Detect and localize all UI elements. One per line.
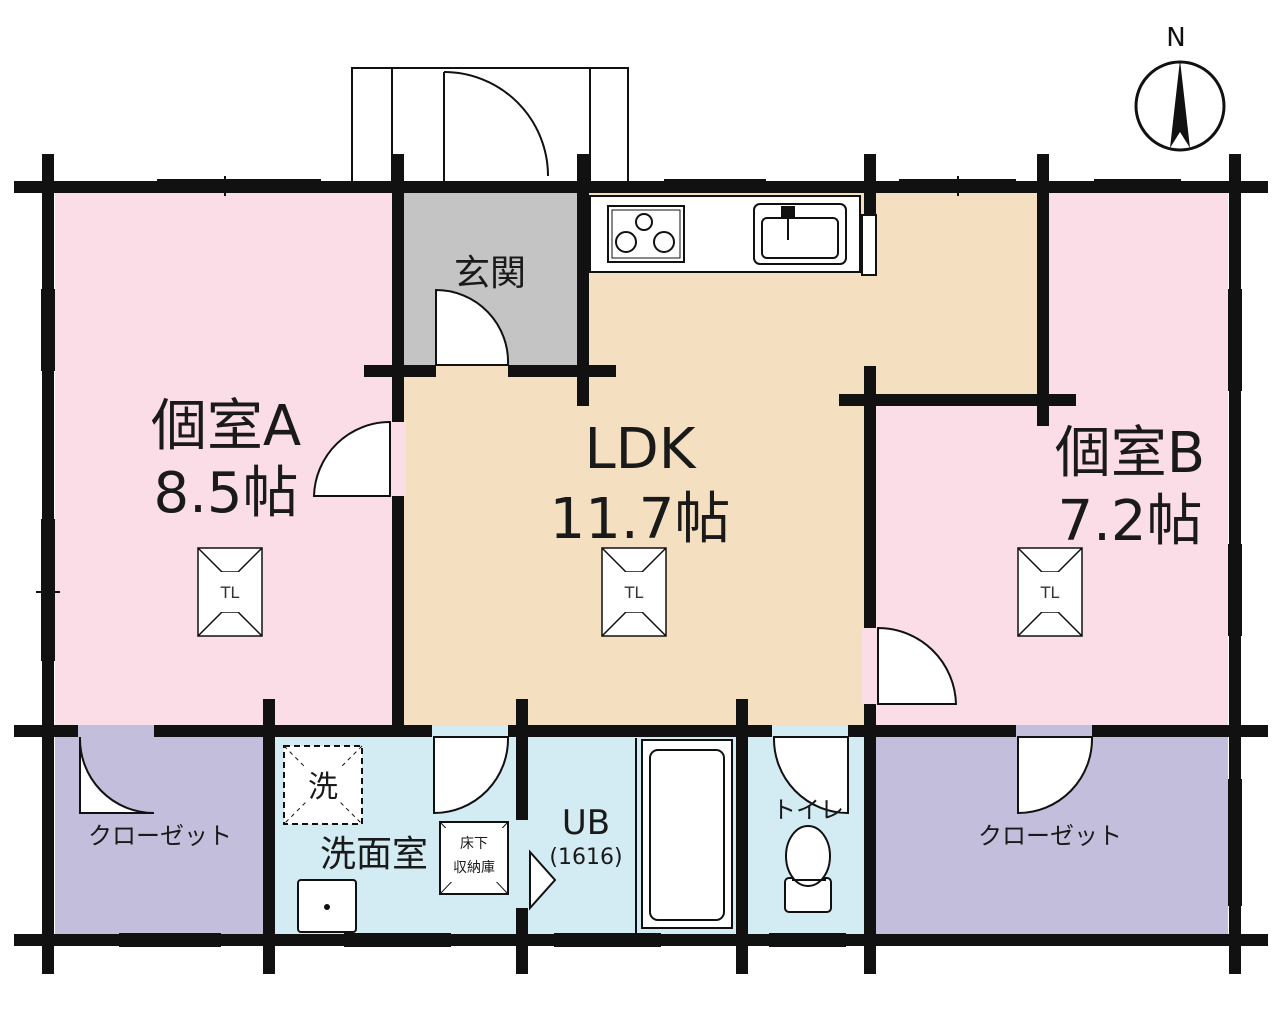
closet-left-area [55, 731, 269, 938]
tl-mark-room-a: TL [197, 547, 263, 637]
tl-mark-room-b: TL [1017, 547, 1083, 637]
sink-icon [753, 203, 847, 265]
tl-marks: TL TL TL [197, 547, 1083, 637]
underfloor-line2: 収納庫 [453, 859, 495, 876]
bath-name: UB [562, 803, 610, 843]
ldk-name: LDK [584, 417, 696, 482]
toilet-icon [784, 825, 832, 913]
underfloor-line1: 床下 [460, 836, 488, 852]
tl-mark-ldk: TL [601, 547, 667, 637]
door-swings [78, 288, 1094, 911]
compass: N [1134, 23, 1226, 152]
closet-right-name: クローゼット [978, 822, 1122, 850]
tl-label-ldk: TL [624, 583, 644, 602]
door-openings [78, 365, 1092, 908]
room-b-name: 個室B [1055, 421, 1205, 486]
room-a-name: 個室A [151, 394, 301, 459]
ldk-size: 11.7帖 [550, 487, 731, 552]
room-a-size: 8.5帖 [153, 461, 298, 526]
ldk-area [398, 193, 1043, 731]
washer-pan [283, 745, 363, 825]
washer-label: 洗 [308, 770, 338, 805]
stove-icon [607, 205, 685, 263]
bathtub-icon [641, 739, 733, 929]
tl-label-a: TL [220, 583, 240, 602]
compass-north-label: N [1166, 23, 1185, 53]
underfloor-storage [439, 821, 509, 895]
washbasin-icon [297, 879, 357, 933]
kitchen-counter [589, 195, 877, 276]
bath-size: (1616) [549, 845, 622, 870]
north-arrow-icon [1170, 60, 1190, 148]
washroom-name: 洗面室 [320, 834, 428, 875]
closet-left-name: クローゼット [88, 822, 232, 850]
entrance-name: 玄関 [454, 253, 526, 294]
room-b-area [870, 193, 1228, 731]
toilet-name: トイレ [772, 796, 844, 824]
room-b-size: 7.2帖 [1057, 489, 1202, 554]
tl-label-b: TL [1040, 583, 1060, 602]
